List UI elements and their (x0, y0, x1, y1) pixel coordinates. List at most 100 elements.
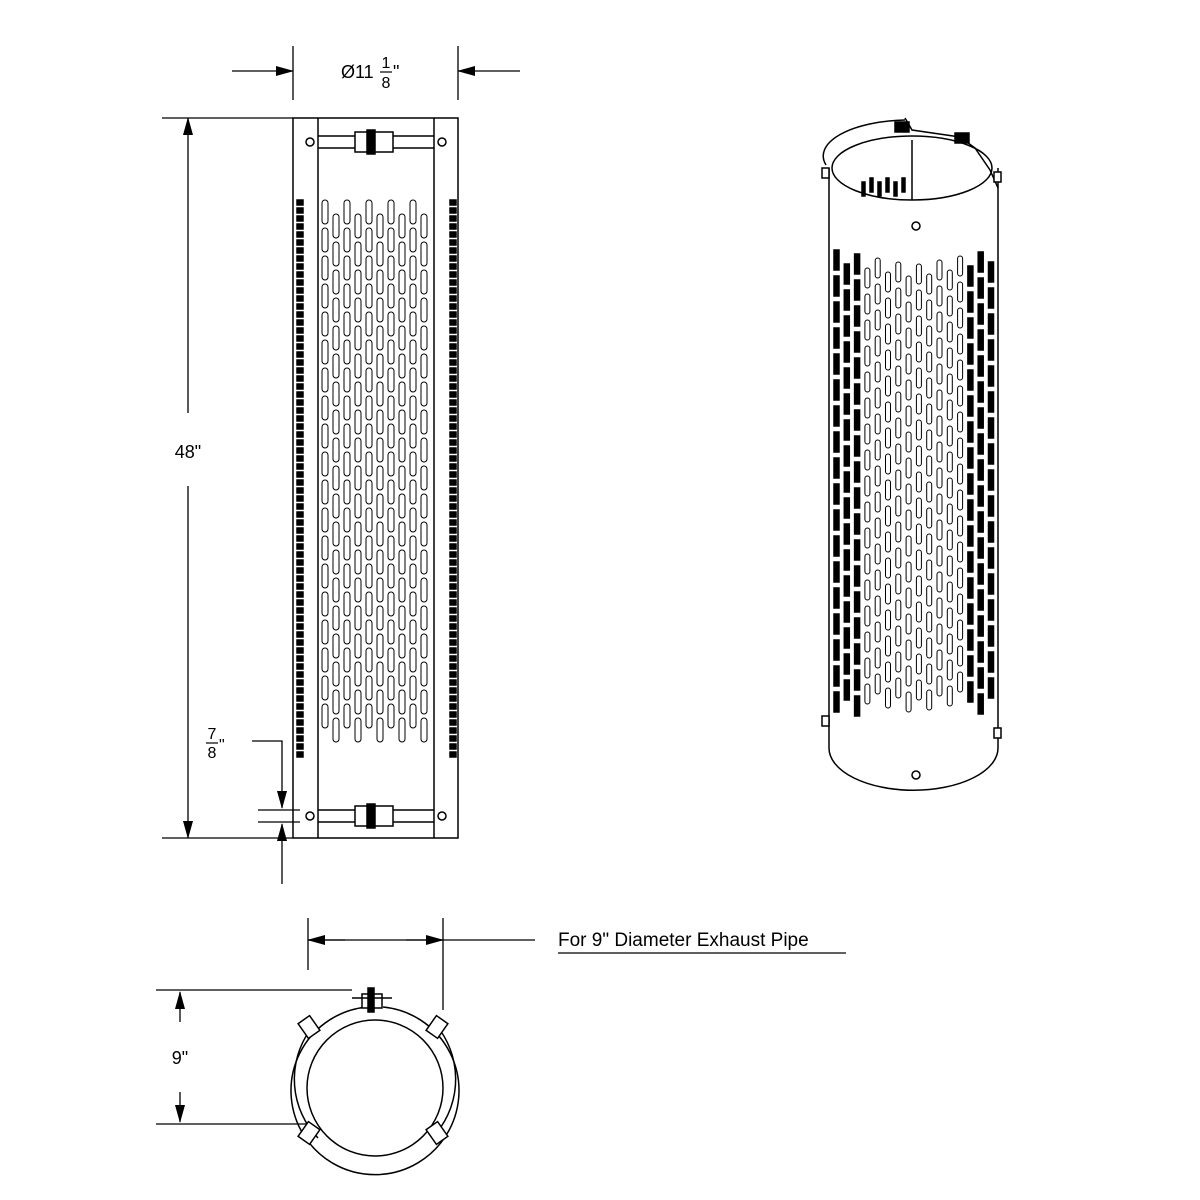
slot (420, 689, 428, 715)
slot-shadow (853, 357, 861, 379)
slot (905, 275, 912, 297)
slot-shadow (296, 575, 304, 582)
slot-shadow (449, 287, 457, 294)
slot (926, 507, 933, 529)
diameter-fraction-denominator: 8 (382, 75, 391, 92)
slot-shadow (449, 487, 457, 494)
slot-shadow (449, 279, 457, 286)
slot-shadow (833, 483, 840, 505)
slot (398, 381, 406, 407)
slot-shadow (296, 447, 304, 454)
slot-shadow (449, 391, 457, 398)
slot-shadow (977, 329, 984, 351)
slot (864, 501, 871, 523)
slot (354, 661, 362, 687)
slot-shadow (449, 303, 457, 310)
slot (365, 703, 373, 729)
slot (321, 367, 329, 393)
diameter-unit: " (393, 62, 399, 82)
slot (376, 241, 384, 267)
slot (885, 661, 891, 683)
slot (926, 299, 933, 321)
slot (332, 521, 340, 547)
slot (365, 423, 373, 449)
iso-slot-pattern (833, 249, 995, 717)
slot (420, 353, 428, 379)
slot (864, 371, 871, 393)
slot (905, 535, 912, 557)
slot (343, 591, 351, 617)
slot (365, 339, 373, 365)
slot-shadow (449, 415, 457, 422)
slot (915, 549, 922, 571)
slot-shadow (843, 445, 851, 467)
slot (343, 395, 351, 421)
slot-shadow (987, 521, 995, 543)
slot (936, 441, 943, 463)
slot-shadow (296, 215, 304, 222)
slot-shadow (977, 511, 984, 533)
slot (895, 313, 902, 335)
slot-shadow (449, 607, 457, 614)
slot (321, 339, 329, 365)
top-left-bolt (305, 137, 315, 147)
iso-bottom-bolt (911, 770, 921, 780)
slot (409, 339, 417, 365)
slot (946, 685, 953, 707)
slot-shadow (449, 503, 457, 510)
slot-shadow (449, 631, 457, 638)
slot (343, 703, 351, 729)
slot (864, 397, 871, 419)
slot (321, 479, 329, 505)
slot-shadow (296, 303, 304, 310)
slot (354, 241, 362, 267)
slot (864, 579, 871, 601)
slot (915, 263, 922, 285)
slot-shadow (449, 567, 457, 574)
slot (957, 515, 964, 537)
slot (398, 465, 406, 491)
slot-shadow (296, 399, 304, 406)
slot (946, 607, 953, 629)
slot-shadow (893, 181, 898, 197)
slot (321, 703, 329, 729)
slot-shadow (967, 265, 974, 287)
slot-shadow (877, 181, 882, 197)
slot (409, 451, 417, 477)
slot-shadow (843, 653, 851, 675)
slot (398, 577, 406, 603)
slot (895, 651, 902, 673)
slot (387, 367, 395, 393)
slot-shadow (296, 391, 304, 398)
slot (874, 543, 881, 565)
slot (321, 507, 329, 533)
slot (332, 381, 340, 407)
slot-shadow (853, 435, 861, 457)
slot-shadow (449, 519, 457, 526)
slot-shadow (449, 319, 457, 326)
pipe-diameter-dimension (307, 918, 535, 1010)
slot (420, 437, 428, 463)
slot (376, 493, 384, 519)
slot (936, 259, 943, 281)
slot (957, 333, 964, 355)
slot-shadow (449, 383, 457, 390)
slot-shadow (296, 343, 304, 350)
slot (354, 577, 362, 603)
slot-shadow (987, 443, 995, 465)
slot (321, 423, 329, 449)
slot (343, 507, 351, 533)
slot-shadow (853, 383, 861, 405)
isometric-view (821, 117, 1002, 791)
slot (885, 323, 891, 345)
slot-shadow (987, 313, 995, 335)
iso-top-bolt (911, 221, 921, 231)
slot (398, 661, 406, 687)
slot-shadow (977, 303, 984, 325)
slot-shadow (296, 743, 304, 750)
slot-shadow (296, 487, 304, 494)
slot-shadow (449, 351, 457, 358)
bracket-bottom-right (425, 1120, 449, 1146)
slot (885, 375, 891, 397)
slot-shadow (869, 177, 874, 193)
